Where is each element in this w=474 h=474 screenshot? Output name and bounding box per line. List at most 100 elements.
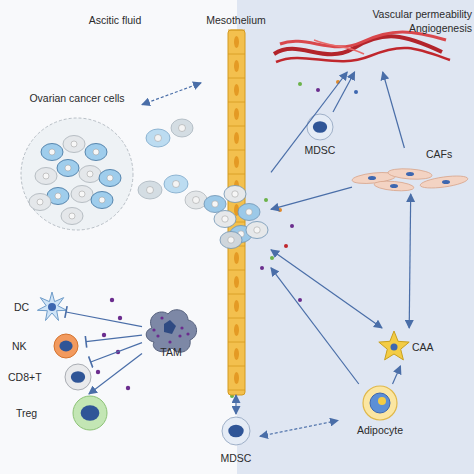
caf-cells-shape-part	[406, 172, 414, 176]
mesothelium-band-shape-part	[228, 54, 245, 55]
adipocyte-cell-shape-part	[363, 386, 397, 420]
mesothelium-band-shape-part	[224, 186, 246, 203]
cd8-t-cell-shape-part	[65, 364, 91, 390]
node-label: CD8+T	[8, 371, 52, 383]
arrow-connector	[142, 83, 201, 105]
caf-cells-shape	[352, 148, 470, 194]
node-label: Treg	[16, 407, 50, 419]
mesothelium-band-shape-part	[228, 318, 245, 319]
arrow-connector	[271, 72, 347, 172]
caf-cells-shape-part	[420, 174, 469, 191]
cancer-cell-cluster-shape	[12, 92, 142, 234]
arrow-connector	[393, 366, 401, 384]
mesothelium-band-shape-part	[234, 348, 239, 360]
tam-cell-shape-part	[180, 326, 183, 329]
secreted-factors-part	[116, 350, 120, 354]
mdsc-cell-shape-part	[222, 417, 250, 445]
arrow-connector	[409, 194, 411, 328]
cancer-cell-cluster-shape-part	[107, 175, 113, 181]
mdsc-cell: MDSC	[298, 112, 342, 160]
secreted-factors-part	[278, 208, 282, 212]
cancer-cell-cluster-shape-part	[93, 149, 99, 155]
mesothelium-band-shape-part	[228, 366, 245, 367]
mesothelium-band-shape-part	[222, 216, 228, 222]
caa-cell-shape-part	[379, 331, 409, 360]
secreted-factors-part	[298, 298, 302, 302]
free-cancer-cells	[138, 119, 207, 209]
tam-cell-shape-part	[168, 340, 171, 343]
cancer-cell-cluster-shape-part	[49, 149, 55, 155]
cancer-cell-cluster-shape-part	[91, 192, 113, 209]
ascites-region	[0, 0, 237, 474]
secreted-factors-part	[102, 333, 106, 337]
node-label: Adipocyte	[338, 424, 422, 436]
blood-vessel: Vascular permeabilityAngiogenesis	[274, 4, 472, 72]
cancer-cell-cluster-shape-part	[63, 136, 85, 153]
secreted-factors-part	[290, 224, 294, 228]
caf-cells-shape-part	[374, 180, 415, 192]
cancer-cell-cluster-shape-part	[41, 144, 63, 161]
mesothelium-band-shape-part	[234, 300, 239, 312]
tam-cell-shape-part	[186, 332, 189, 335]
free-cancer-cells-part	[173, 181, 180, 188]
mesothelium-band-shape-part	[234, 372, 239, 384]
mesothelium-band-shape-part	[228, 30, 245, 31]
treg-cell-shape-part	[81, 405, 100, 420]
cancer-cell-cluster-shape-part	[79, 166, 101, 183]
caf-cells-shape-part	[390, 184, 398, 188]
free-cancer-cells-part	[146, 129, 170, 147]
free-cancer-cells-part	[164, 175, 188, 193]
mesothelium-band-shape-part	[232, 191, 238, 197]
mesothelium-band-shape-part	[228, 237, 234, 243]
cancer-cell-cluster-shape-part	[35, 168, 57, 185]
arrow-connector	[260, 421, 338, 437]
secreted-factors-part	[316, 88, 320, 92]
mdsc-cell-shape-part	[307, 114, 333, 140]
node-label: Vascular permeability	[360, 8, 472, 20]
blood-vessel-shape-part	[280, 32, 446, 47]
tam-cell-shape-part	[178, 334, 181, 337]
dc-cell: DC	[14, 290, 66, 324]
caf-cells-shape-part	[388, 167, 433, 180]
mesothelium-band-shape-part	[204, 196, 226, 213]
cancer-cell-cluster-shape-part	[85, 144, 107, 161]
node-label: Ovarian cancer cells	[12, 92, 142, 104]
mesothelium-band-shape-part	[234, 36, 239, 48]
treg-cell-shape-part	[73, 396, 107, 430]
region-label: Ascitic fluid	[60, 14, 170, 26]
arrow-connector	[89, 353, 142, 394]
caa-cell-shape	[372, 328, 446, 366]
secreted-factors-part	[118, 316, 122, 320]
nk-cell-shape-part	[54, 334, 78, 358]
arrow-connector	[383, 72, 405, 148]
caf-cells: CAFs	[352, 148, 470, 194]
dc-cell-shape-part	[48, 303, 56, 311]
cancer-cell-cluster-shape-part	[99, 197, 105, 203]
adipocyte-cell: Adipocyte	[338, 384, 422, 440]
node-label: MDSC	[212, 452, 260, 464]
secreted-factors-part	[336, 80, 340, 84]
mesothelium-band-shape-part	[234, 324, 239, 336]
cancer-cell-cluster-shape-part	[43, 173, 49, 179]
node-label: Mesothelium	[201, 14, 271, 26]
node-label: TAM	[146, 346, 196, 358]
mesothelium-band-shape-part	[214, 211, 236, 228]
cancer-cell-cluster-shape-part	[99, 170, 121, 187]
blood-vessel-shape-part	[314, 40, 364, 54]
cancer-cell-cluster-shape-part	[71, 141, 77, 147]
mesothelium-band-shape-part	[234, 132, 239, 144]
cancer-cell-cluster-shape-part	[21, 118, 133, 230]
mesothelium-band-shape-part	[254, 227, 260, 233]
free-cancer-cells-part	[193, 197, 200, 204]
node-label: CAA	[412, 341, 446, 353]
mesothelium-band-shape-part	[238, 204, 260, 221]
tam-cell-shape-part	[152, 328, 155, 331]
inhibition-connector	[66, 312, 142, 327]
mesothelium-band-shape-part	[234, 84, 239, 96]
secreted-factors-part	[354, 90, 358, 94]
mdsc-cell: MDSC	[212, 414, 260, 468]
node-label: NK	[12, 340, 36, 352]
mdsc-cell-shape-part	[313, 121, 327, 133]
mesothelium-band-shape-part	[246, 222, 268, 239]
node-label: Angiogenesis	[360, 22, 472, 34]
